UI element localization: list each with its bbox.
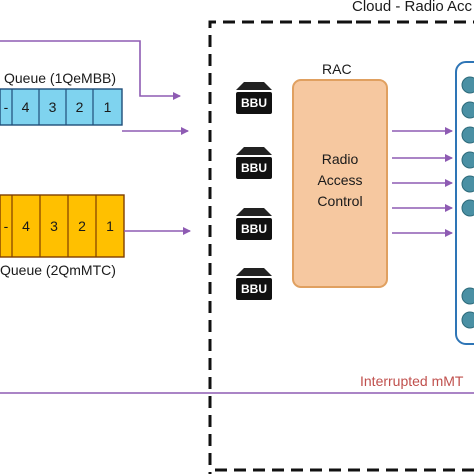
- queue-mmtc-cell-3: 2: [78, 218, 86, 234]
- queue-mmtc-cell-2: 3: [50, 218, 58, 234]
- queue-embb-cell-1: 4: [21, 99, 30, 115]
- node-8: [461, 311, 474, 329]
- queue-mmtc-label: Queue (2QmMTC): [0, 262, 116, 278]
- bbu-label-2: BBU: [241, 161, 267, 175]
- queue-mmtc-cell-1: 4: [22, 218, 30, 234]
- bbu-label-3: BBU: [241, 222, 267, 236]
- node-4: [461, 151, 474, 169]
- rac-text-line-1: Radio: [321, 151, 359, 167]
- queue-mmtc-cell-0: -: [3, 218, 9, 234]
- node-1: [461, 76, 474, 94]
- queue-embb-cell-0: -: [3, 99, 9, 115]
- rac-text-line-3: Control: [317, 193, 363, 209]
- node-column: [461, 76, 474, 329]
- queue-embb: [0, 88, 123, 126]
- queue-embb-cells: - 4 3 2 1: [0, 89, 122, 125]
- queue-mmtc-cell-4: 1: [106, 218, 114, 234]
- queue-mmtc-box: [0, 194, 125, 258]
- cloud-boundary: [208, 20, 474, 474]
- node-2: [461, 101, 474, 119]
- rac-text-line-2: Access: [317, 172, 363, 188]
- bbu-icon-1: [236, 82, 272, 114]
- rac-box: [292, 79, 388, 288]
- bbu-label-4: BBU: [241, 282, 267, 296]
- cloud-title: Cloud - Radio Acc: [352, 0, 473, 15]
- bbu-icon-2: [236, 147, 272, 179]
- queue-embb-cell-4: 1: [103, 99, 112, 115]
- queue-mmtc-cells: - 4 3 2 1: [0, 195, 124, 257]
- interrupted-label: Interrupted mMT: [360, 373, 464, 389]
- queue-mmtc: [0, 194, 125, 258]
- node-5: [461, 175, 474, 193]
- bbu-icon-3: [236, 208, 272, 240]
- rac-label: RAC: [322, 61, 352, 77]
- node-7: [461, 287, 474, 305]
- queue-embb-label: Queue (1QeMBB): [4, 70, 117, 86]
- queue-embb-cell-2: 3: [48, 99, 57, 115]
- bbu-label-1: BBU: [241, 96, 267, 110]
- queue-embb-box: [0, 88, 123, 126]
- queue-embb-cell-3: 2: [75, 99, 84, 115]
- node-3: [461, 126, 474, 144]
- embb-bypass-arrow: [0, 40, 181, 100]
- node-6: [461, 199, 474, 217]
- bbu-icon-4: [236, 268, 272, 300]
